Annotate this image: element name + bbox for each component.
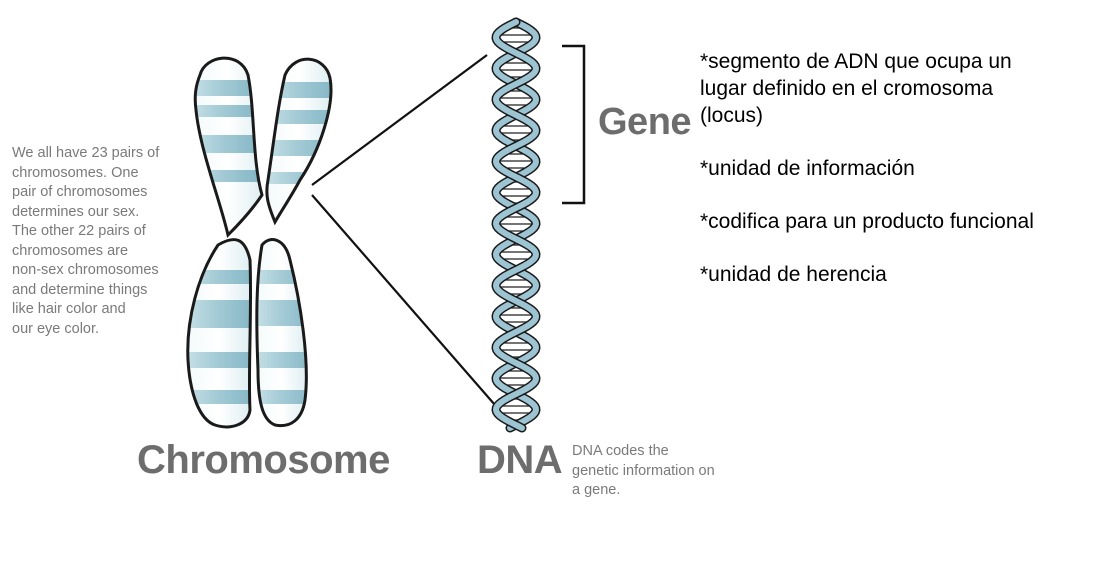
chromosome-label: Chromosome [137, 438, 390, 482]
description-line: The other 22 pairs of [12, 223, 146, 239]
definition-item: *unidad de información [700, 155, 1100, 182]
definition-line: *segmento de ADN que ocupa un [700, 50, 1012, 73]
dna-note-line: a gene. [572, 482, 621, 498]
gene-label: Gene [598, 101, 692, 143]
description-line: We all have 23 pairs of [12, 145, 160, 161]
zoom-lines [311, 54, 496, 406]
chromatid-top-left [193, 56, 264, 238]
description-line: non-sex chromosomes [12, 262, 159, 278]
definition-line: (locus) [700, 104, 764, 127]
dna-note-line: genetic information on [572, 462, 715, 479]
description-line: pair of chromosomes [12, 184, 148, 200]
dna-note: DNA codes the genetic information on a g… [572, 442, 772, 501]
description-line: and determine things [12, 281, 148, 298]
description-line: like hair color and [12, 301, 126, 317]
chromatid-bottom-left [186, 238, 253, 429]
chromosome-description: We all have 23 pairs of chromosomes. One… [12, 144, 202, 339]
dna-strand-b [492, 19, 540, 431]
dna-note-line: DNA codes the [572, 443, 669, 459]
definition-item: *codifica para un producto funcional [700, 208, 1100, 235]
dna-label: DNA [477, 438, 563, 482]
definition-line: *codifica para un producto funcional [700, 210, 1034, 233]
definition-item: *unidad de herencia [700, 261, 1100, 288]
definition-line: *unidad de información [700, 157, 915, 180]
description-line: chromosomes. One [12, 164, 139, 181]
definition-line: *unidad de herencia [700, 263, 887, 286]
chromatid-top-right [265, 57, 333, 226]
definition-line: lugar definido en el cromosoma [700, 77, 993, 100]
definition-item: *segmento de ADN que ocupa un lugar defi… [700, 48, 1100, 129]
gene-bracket [562, 44, 586, 205]
description-line: our eye color. [12, 320, 100, 337]
dna-helix [491, 17, 541, 433]
chromatid-bottom-right [255, 238, 308, 428]
description-line: chromosomes are [12, 242, 129, 259]
dna-strand-a [492, 19, 540, 431]
gene-definitions: *segmento de ADN que ocupa un lugar defi… [700, 48, 1100, 314]
description-line: determines our sex. [12, 203, 140, 220]
chromosome-illustration [186, 56, 333, 429]
